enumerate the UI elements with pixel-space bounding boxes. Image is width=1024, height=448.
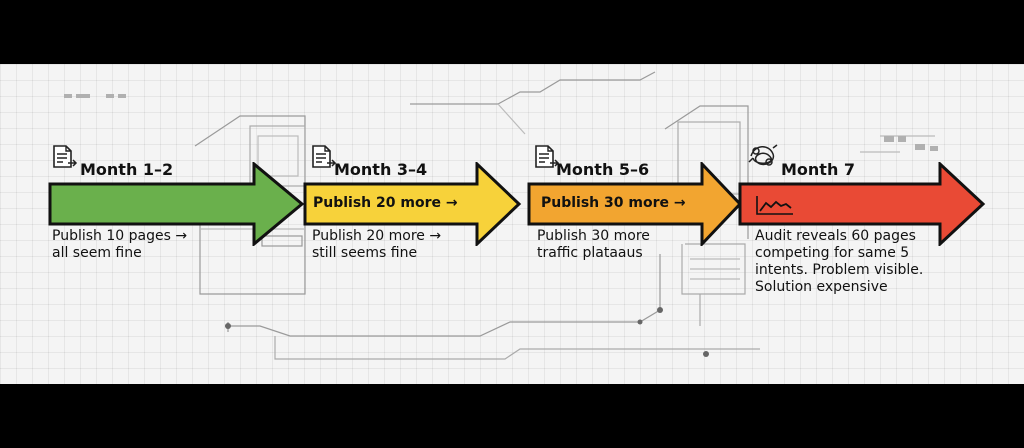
document-icon bbox=[312, 145, 337, 168]
stage-2-caption-line: Publish 20 more → bbox=[312, 228, 442, 244]
stage-4-arrow-shape bbox=[738, 162, 986, 246]
stage-2-arrow-shape bbox=[303, 162, 522, 246]
stage-3-caption-line: Publish 30 more bbox=[537, 228, 650, 244]
stage-4-caption-line: intents. Problem visible. bbox=[755, 262, 924, 278]
stage-2-caption-line: still seems fine bbox=[312, 245, 418, 261]
stage-3-arrow-label: Publish 30 more → bbox=[541, 195, 686, 211]
stage-1-arrow-shape bbox=[48, 162, 305, 246]
stage-2-arrow bbox=[303, 162, 522, 246]
stage-1-caption-line: Publish 10 pages → bbox=[52, 228, 188, 244]
stage-3-caption: Publish 30 more traffic plataaus bbox=[537, 228, 650, 262]
stage-3-title: Month 5–6 bbox=[556, 160, 650, 179]
document-icon bbox=[53, 145, 78, 168]
stage-4-caption-line: competing for same 5 bbox=[755, 245, 910, 261]
stage-4-title: Month 7 bbox=[781, 160, 856, 179]
stage-4-caption: Audit reveals 60 pages competing for sam… bbox=[755, 228, 923, 296]
line-chart-icon bbox=[756, 196, 793, 215]
stage-1-arrow bbox=[48, 162, 306, 246]
stage-4-caption-line: Audit reveals 60 pages bbox=[755, 228, 916, 244]
stage-2-title: Month 3–4 bbox=[334, 160, 428, 179]
stage-2-arrow-label: Publish 20 more → bbox=[313, 195, 458, 211]
stage-3-arrow bbox=[527, 162, 743, 246]
timeline-panel: Month 1–2 Month 3–4 Month 5–6 Month 7 Pu… bbox=[0, 64, 1024, 384]
stage-2-caption: Publish 20 more → still seems fine bbox=[312, 228, 441, 262]
stage-4-arrow bbox=[738, 162, 986, 246]
document-icon bbox=[535, 145, 560, 168]
tangled-knot-icon bbox=[748, 144, 778, 166]
stage-3-arrow-shape bbox=[527, 162, 743, 246]
stage-1-title: Month 1–2 bbox=[80, 160, 174, 179]
stage-1-caption: Publish 10 pages → all seem fine bbox=[52, 228, 187, 262]
circuit-background bbox=[64, 71, 938, 360]
stage-3-caption-line: traffic plataaus bbox=[537, 245, 643, 261]
stage-4-caption-line: Solution expensive bbox=[755, 279, 888, 295]
stage-1-caption-line: all seem fine bbox=[52, 245, 142, 261]
